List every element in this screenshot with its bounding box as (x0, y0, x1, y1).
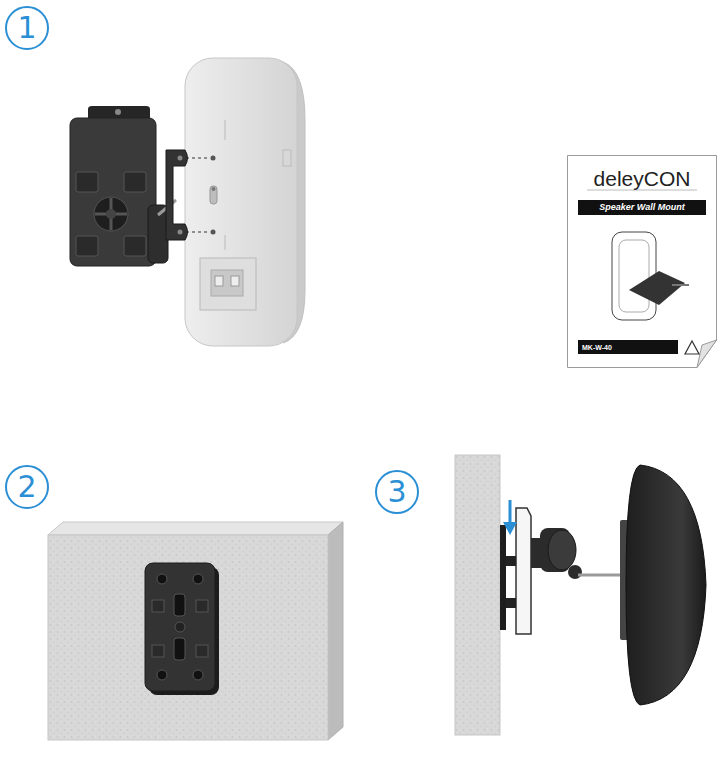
manual-cover: deleyCON Speaker Wall MountMK-W-40 (567, 155, 717, 368)
manual-booklet (568, 156, 717, 368)
bracket-figure (70, 106, 210, 266)
side-view-figure (455, 455, 706, 735)
step-number: 1 (5, 6, 49, 50)
callout-number: 1 (17, 13, 36, 43)
title-bar: Speaker Wall Mount (578, 200, 706, 215)
speaker-figure (185, 58, 305, 346)
step-number: 2 (5, 465, 49, 509)
wall-plate-figure (48, 522, 343, 740)
label-text: deleyCON (594, 168, 691, 189)
label-text: Speaker Wall Mount (599, 203, 684, 212)
model-strip: MK-W-40 (578, 340, 678, 354)
callout-number: 3 (387, 477, 406, 507)
step-number: 3 (375, 470, 419, 514)
callout-number: 2 (17, 472, 36, 502)
label-text: MK-W-40 (582, 344, 612, 351)
